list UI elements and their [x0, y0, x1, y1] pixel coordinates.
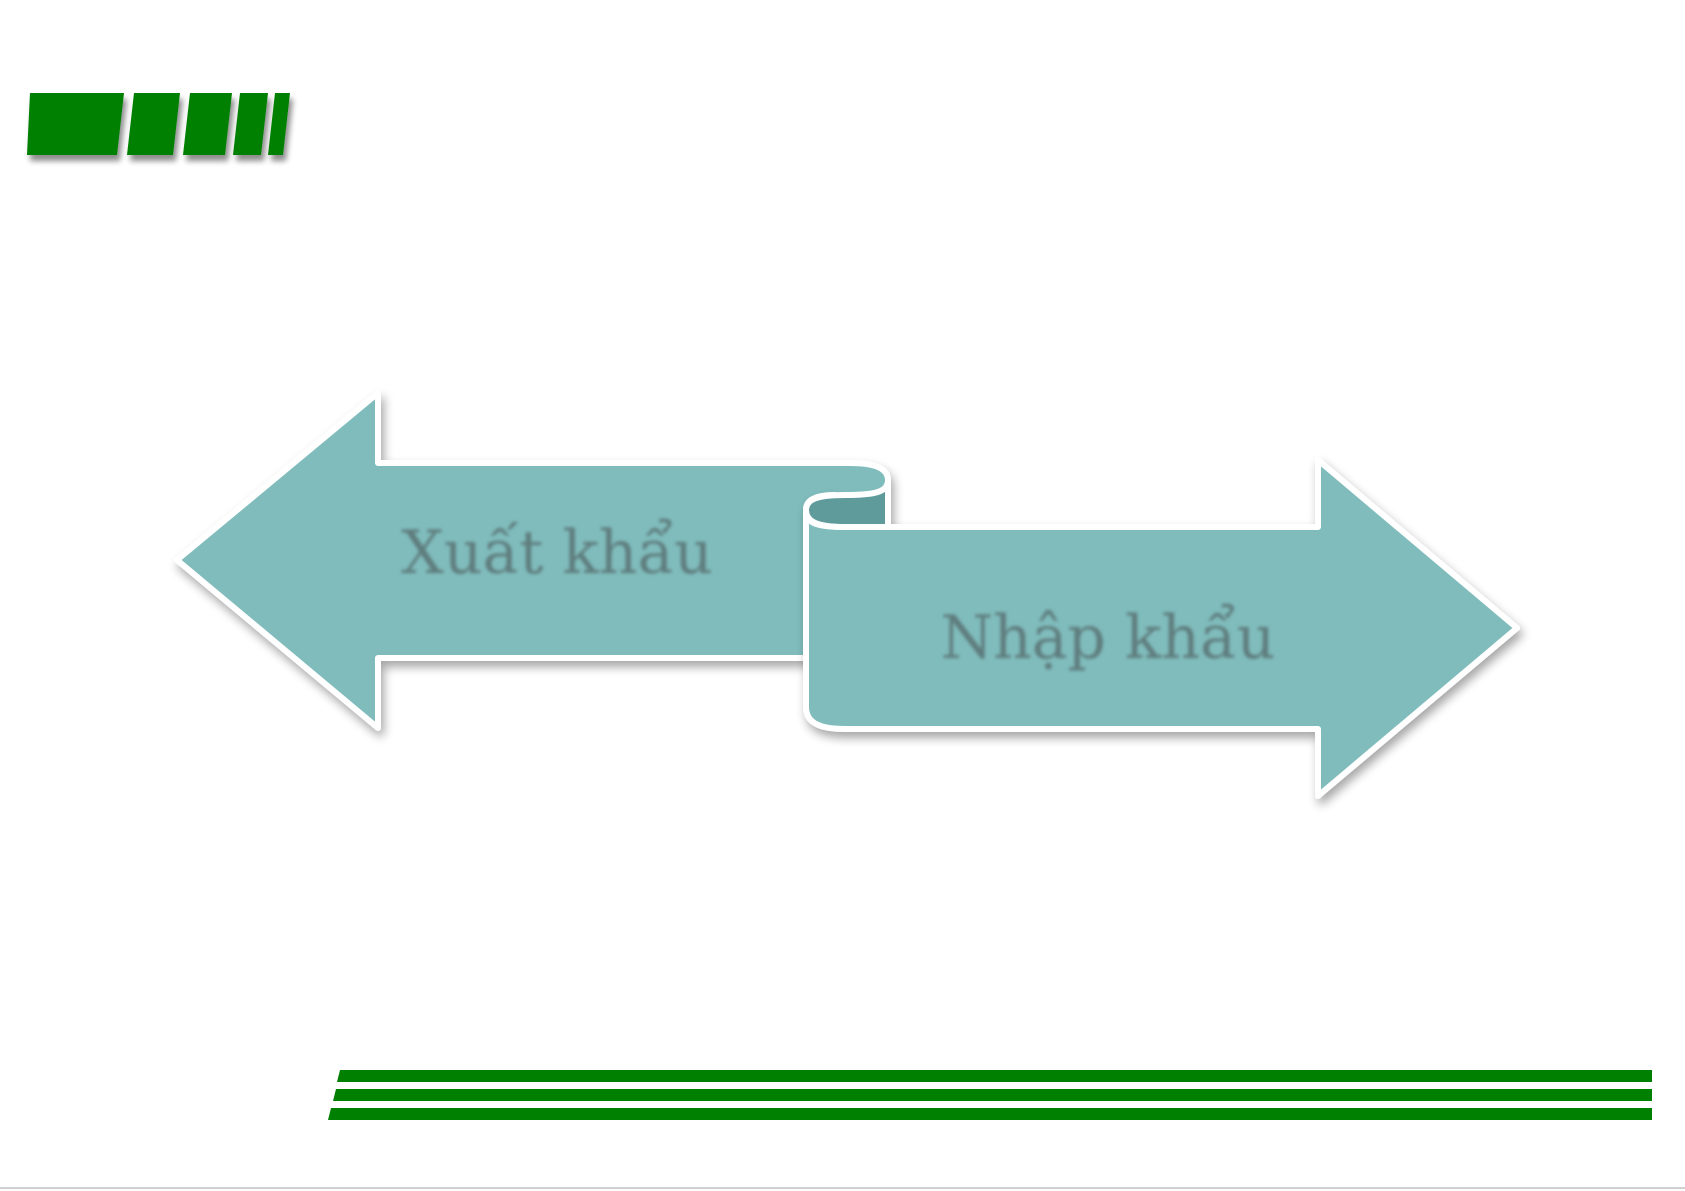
- green-stripes-decoration: [328, 1070, 1652, 1120]
- green-slanted-bars-logo: [27, 93, 290, 155]
- logo-bar-4: [233, 93, 268, 155]
- logo-bar-3: [183, 93, 232, 155]
- footer-stripe-1: [337, 1070, 1652, 1082]
- footer-stripe-2: [333, 1089, 1652, 1101]
- footer-stripe-3: [328, 1108, 1652, 1120]
- logo-bar-5: [268, 93, 290, 155]
- logo-bar-2: [127, 93, 180, 155]
- export-label: Xuất khẩu: [401, 518, 713, 588]
- import-label: Nhập khẩu: [941, 603, 1276, 673]
- logo-bar-1: [27, 93, 124, 155]
- bottom-edge-line: [0, 1187, 1685, 1189]
